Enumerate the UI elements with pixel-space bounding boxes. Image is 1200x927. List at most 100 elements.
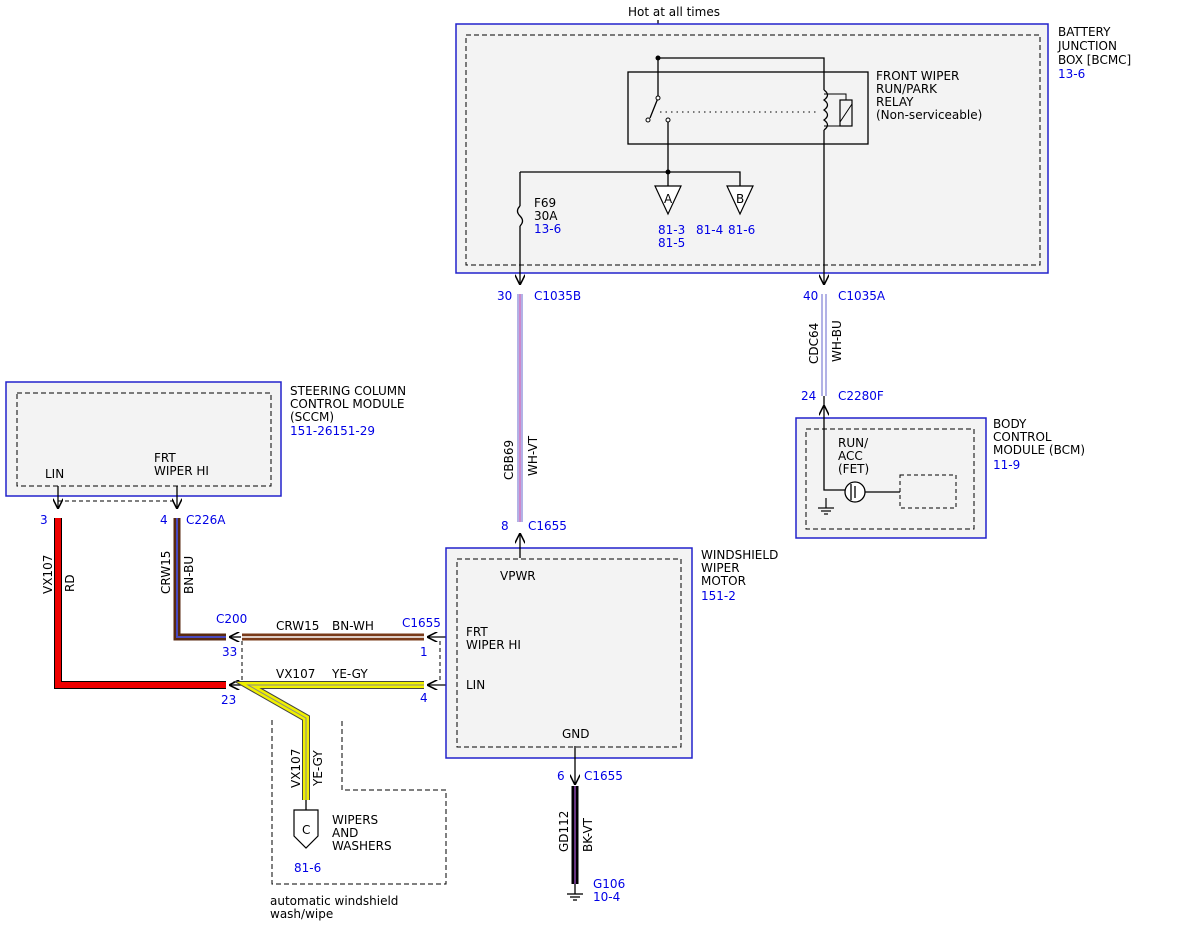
svg-text:GD112: GD112 [557,811,571,852]
c226a-name: C226A [186,513,226,527]
svg-text:A: A [664,192,673,206]
sccm-lin-pin: 3 [40,513,48,527]
ref-arrow-b: B 81-4 81-6 [696,185,755,237]
svg-text:CRW15: CRW15 [276,619,319,633]
c1655-frt-pin: 1 [420,645,428,659]
bjb-ref: 13-6 [1058,67,1085,81]
svg-text:MOTOR: MOTOR [701,574,746,588]
c226a-pin: 4 [160,513,168,527]
ref-b-1: 81-4 [696,223,723,237]
svg-text:RD: RD [63,574,77,592]
svg-text:(SCCM): (SCCM) [290,410,334,424]
c1035b-pin: 30 [497,289,512,303]
c1655-lin-pin: 4 [420,691,428,705]
svg-text:81-6: 81-6 [294,861,321,875]
svg-text:RUN/: RUN/ [838,436,869,450]
wire-crw15-bn-bu: CRW15 BN-BU [159,518,226,641]
svg-text:WASHERS: WASHERS [332,839,392,853]
svg-text:(FET): (FET) [838,462,869,476]
svg-text:BN-WH: BN-WH [332,619,374,633]
svg-text:11-9: 11-9 [993,458,1020,472]
svg-text:automatic windshield: automatic windshield [270,894,398,908]
bjb-name-1: BATTERY [1058,25,1111,39]
svg-text:G106: G106 [593,877,625,891]
power-label: Hot at all times [628,5,720,19]
svg-text:13-6: 13-6 [534,222,561,236]
svg-text:VX107: VX107 [276,667,315,681]
svg-text:BN-BU: BN-BU [182,556,196,594]
svg-text:WIPER HI: WIPER HI [154,464,209,478]
svg-text:ACC: ACC [838,449,863,463]
svg-text:CBB69: CBB69 [502,440,516,480]
svg-text:151-2: 151-2 [701,589,736,603]
connector-c200: C200 33 23 [216,612,441,707]
bjb-name-3: BOX [BCMC] [1058,53,1131,67]
svg-text:F69: F69 [534,196,556,210]
svg-text:WH-BU: WH-BU [830,320,844,362]
svg-text:WIPER HI: WIPER HI [466,638,521,652]
svg-text:CONTROL: CONTROL [993,430,1052,444]
svg-text:C200: C200 [216,612,247,626]
relay-name-1: FRONT WIPER [876,69,959,83]
svg-text:MODULE (BCM): MODULE (BCM) [993,443,1085,457]
svg-text:LIN: LIN [45,467,64,481]
svg-text:CONTROL MODULE: CONTROL MODULE [290,397,405,411]
wire-cdc64: CDC64 WH-BU [807,294,844,396]
svg-text:FRT: FRT [466,625,488,639]
relay-name-3: RELAY [876,95,914,109]
c2280f-name: C2280F [838,389,884,403]
bjb-name-2: JUNCTION [1057,39,1117,53]
c1035a-pin: 40 [803,289,818,303]
ref-b-2: 81-6 [728,223,755,237]
wire-cbb69: CBB69 WH-VT [502,294,540,522]
ground-g106: G106 10-4 [567,877,625,904]
battery-junction-box: BATTERY JUNCTION BOX [BCMC] 13-6 [455,23,1131,274]
svg-text:VPWR: VPWR [500,569,536,583]
svg-text:30A: 30A [534,209,558,223]
svg-text:BODY: BODY [993,417,1027,431]
svg-text:wash/wipe: wash/wipe [270,907,333,921]
svg-text:YE-GY: YE-GY [311,750,325,787]
ref-a-1: 81-3 [658,223,685,237]
svg-text:C: C [302,823,310,837]
wire-vx107-ye-gy: VX107 YE-GY VX107 YE-GY [232,667,424,800]
c1655-gnd-name: C1655 [584,769,623,783]
svg-text:CDC64: CDC64 [807,323,821,364]
steering-column-control-module: STEERING COLUMN CONTROL MODULE (SCCM) 15… [5,381,406,508]
svg-text:WIPER: WIPER [701,561,740,575]
svg-text:LIN: LIN [466,678,485,692]
c2280f-pin: 24 [801,389,816,403]
svg-text:WINDSHIELD: WINDSHIELD [701,548,778,562]
svg-text:151-26151-29: 151-26151-29 [290,424,375,438]
front-wiper-relay: FRONT WIPER RUN/PARK RELAY (Non-servicea… [627,55,982,285]
svg-text:10-4: 10-4 [593,890,620,904]
c1655-gnd-pin: 6 [557,769,565,783]
c1655-top-pin: 8 [501,519,509,533]
svg-text:WH-VT: WH-VT [526,435,540,476]
svg-text:CRW15: CRW15 [159,551,173,594]
svg-text:B: B [736,192,744,206]
c1655-frt-name: C1655 [402,616,441,630]
svg-text:YE-GY: YE-GY [331,667,368,681]
wire-gd112: GD112 BK-VT [557,786,595,884]
c1655-top-name: C1655 [528,519,567,533]
ref-arrow-a: A 81-3 81-5 [654,185,685,250]
wire-vx107-rd: VX107 RD [41,518,226,689]
c1035b-name: C1035B [534,289,581,303]
svg-text:33: 33 [222,645,237,659]
svg-text:GND: GND [562,727,590,741]
svg-text:BK-VT: BK-VT [581,817,595,852]
ref-a-2: 81-5 [658,236,685,250]
wipers-washers-block: C 81-6 WIPERS AND WASHERS automatic wind… [270,720,447,921]
c1035a-name: C1035A [838,289,886,303]
relay-name-4: (Non-serviceable) [876,108,982,122]
windshield-wiper-motor: WINDSHIELD WIPER MOTOR 151-2 VPWR FRT WI… [445,547,778,759]
relay-name-2: RUN/PARK [876,82,938,96]
svg-text:VX107: VX107 [289,749,303,788]
svg-text:AND: AND [332,826,358,840]
svg-text:VX107: VX107 [41,555,55,594]
svg-text:23: 23 [221,693,236,707]
body-control-module: BODY CONTROL MODULE (BCM) 11-9 RUN/ ACC … [795,396,1085,539]
wire-crw15-bn-wh: CRW15 BN-WH [242,619,424,641]
